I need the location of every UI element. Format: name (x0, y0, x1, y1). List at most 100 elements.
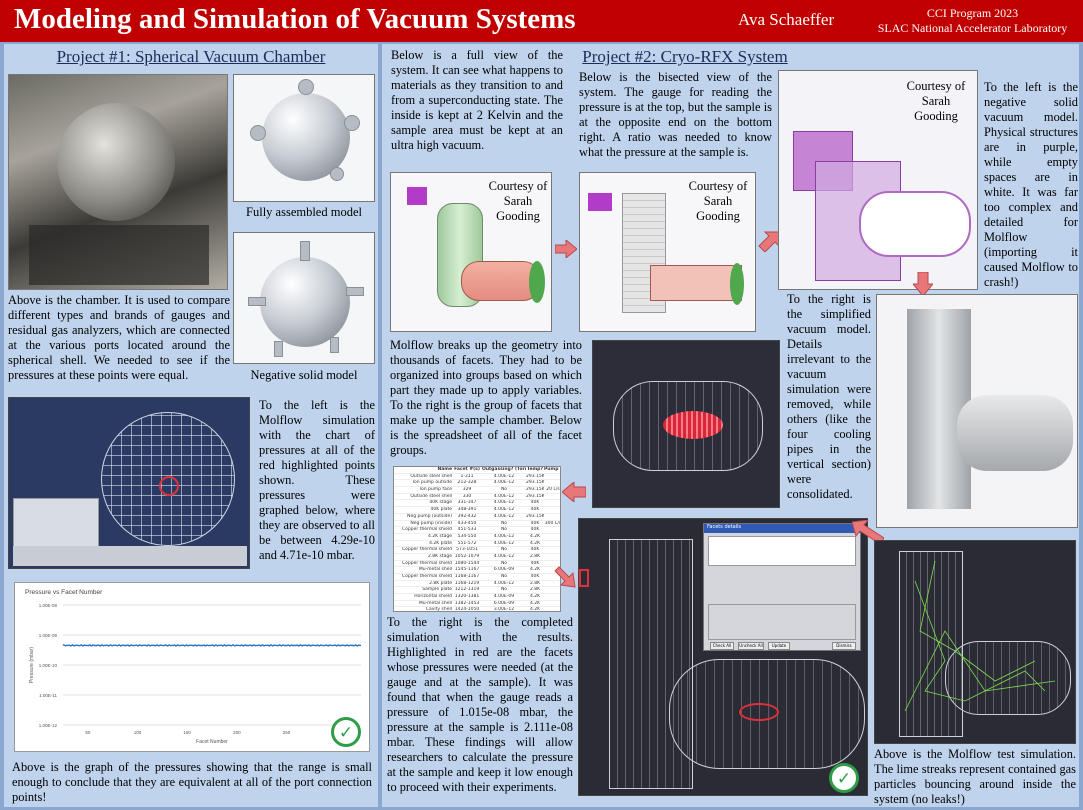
update-button[interactable]: Update (768, 642, 790, 650)
spreadsheet-row: 4.2K stage 534-550 4.00E-12 4.2K (394, 534, 560, 541)
spreadsheet-cell: 4.2K (529, 594, 541, 600)
bisected-view-text: Below is the bisected view of the system… (579, 70, 772, 159)
spreadsheet-cell: Name (437, 467, 452, 472)
simplified-model-text: To the right is the simplified vacuum mo… (787, 292, 871, 501)
spreadsheet-cell: 300 L/s (544, 520, 561, 526)
molflow-description: To the left is the Molflow simulation wi… (259, 398, 375, 562)
credit-line: Sarah (921, 94, 951, 108)
spreadsheet-cell: 40K (530, 560, 540, 566)
credit-line: Courtesy of (906, 79, 966, 93)
spreadsheet-cell: 40K (530, 527, 540, 533)
spreadsheet-cell: Ion pump outside (412, 480, 452, 486)
spreadsheet-cell: 573-1051 (456, 547, 478, 553)
spreadsheet-cell: Neg pump (inside) (410, 520, 452, 526)
spreadsheet-cell: 293.15K (526, 473, 544, 479)
negative-model-image (233, 232, 375, 364)
author-name: Ava Schaeffer (738, 10, 835, 29)
spreadsheet-cell: 4.00E-12 (493, 480, 515, 486)
spreadsheet-cell: 1382-1453 (454, 600, 480, 606)
assembled-sphere (262, 93, 350, 181)
spreadsheet-cell: 40K (530, 547, 540, 553)
spreadsheet-cell: No (500, 560, 508, 566)
x-axis-label: Facet Number (196, 739, 228, 745)
spreadsheet-cell: 4.2K (529, 533, 541, 539)
image-credit: Courtesy of Sarah Gooding (684, 179, 752, 224)
dismiss-button[interactable]: Dismiss (832, 642, 856, 650)
credit-line: Gooding (696, 209, 740, 223)
spreadsheet-cell: 293.15K (526, 513, 544, 519)
empty-space (859, 191, 971, 257)
spreadsheet-cell: 392-432 (457, 513, 477, 519)
spreadsheet-cell: 1545-1167 (454, 567, 480, 573)
credit-line: Sarah (703, 194, 733, 208)
spreadsheet-cell: 4.00E-12 (493, 507, 515, 513)
spreadsheet-cell: 451-533 (457, 527, 477, 533)
spreadsheet-cell: 1080-1544 (454, 560, 480, 566)
dialog-title: Facets details (704, 524, 862, 533)
uncheck-all-button[interactable]: Uncheck All (738, 642, 764, 650)
spreadsheet-cell: Pump speed? (544, 467, 560, 472)
spreadsheet-cell: 4.00E-09 (493, 594, 515, 600)
spreadsheet-cell: 293.15K (526, 487, 544, 493)
spreadsheet-cell: 1212-1319 (454, 587, 480, 593)
x-tick-label: 250 (283, 730, 291, 735)
bisected-horizontal (650, 265, 742, 301)
spreadsheet-cell: 2.8K (529, 580, 541, 586)
facets-details-dialog: Facets details Check All Uncheck All Upd… (703, 523, 862, 651)
spreadsheet-cell: 4.2K plate (429, 540, 452, 546)
stub (300, 241, 310, 261)
spreadsheet-cell: 4.00E-12 (493, 580, 515, 586)
horizontal-cylinder (461, 261, 541, 301)
spreadsheet-cell: 4.2K (529, 567, 541, 573)
spreadsheet-cell: 1320-1381 (454, 594, 480, 600)
ion-pump (407, 187, 427, 205)
check-all-button[interactable]: Check All (710, 642, 734, 650)
side-port (344, 115, 360, 131)
stub (248, 297, 266, 306)
arrow-right-icon (555, 240, 577, 258)
chamber-description: Above is the chamber. It is used to comp… (8, 293, 230, 382)
spreadsheet-cell: 4.00E-12 (493, 533, 515, 539)
spreadsheet-cell: No (500, 587, 508, 593)
y-tick-label: 1.00E-08 (39, 603, 58, 608)
end-flange (730, 263, 744, 305)
spreadsheet-cell: 40K (530, 520, 540, 526)
spreadsheet-cell: 1424-1050 (454, 607, 480, 612)
negative-model-text: To the left is the negative solid vacuum… (984, 80, 1078, 289)
chamber-photo-stand (29, 225, 209, 285)
spreadsheet-cell: 433-450 (457, 520, 477, 526)
details-table (708, 536, 856, 566)
chamber-photo-sphere (57, 103, 175, 221)
spreadsheet-cell: Copper thermal shield (402, 527, 452, 533)
spreadsheet-cell: 1168-1167 (454, 574, 480, 579)
spreadsheet-cell: 4.00E-12 (493, 493, 515, 499)
x-tick-label: 150 (183, 730, 191, 735)
project1-title: Project #1: Spherical Vacuum Chamber (56, 47, 326, 66)
credit-line: Gooding (914, 109, 958, 123)
pressure-table-window (13, 498, 99, 548)
spreadsheet-cell: No (500, 574, 508, 579)
spreadsheet-cell: 2.8K plate (429, 580, 452, 586)
spreadsheet-cell: 534-550 (457, 533, 477, 539)
y-tick-label: 1.00E-09 (39, 633, 58, 638)
stub (274, 341, 283, 357)
spreadsheet-cell: 4.2K stage (427, 533, 452, 539)
cryo-negative-model-image: Courtesy of Sarah Gooding (778, 70, 978, 290)
arrow-down-right-icon (554, 566, 576, 588)
spreadsheet-cell: Outgassing? (Torr L/s cm^2) (482, 467, 526, 472)
arrow-down-icon (913, 272, 933, 296)
y-axis-label: Pressure (mbar) (29, 647, 35, 683)
simplified-model-image (876, 294, 1078, 528)
side-port (330, 167, 344, 181)
spreadsheet-cell: 4.00E-12 (493, 513, 515, 519)
